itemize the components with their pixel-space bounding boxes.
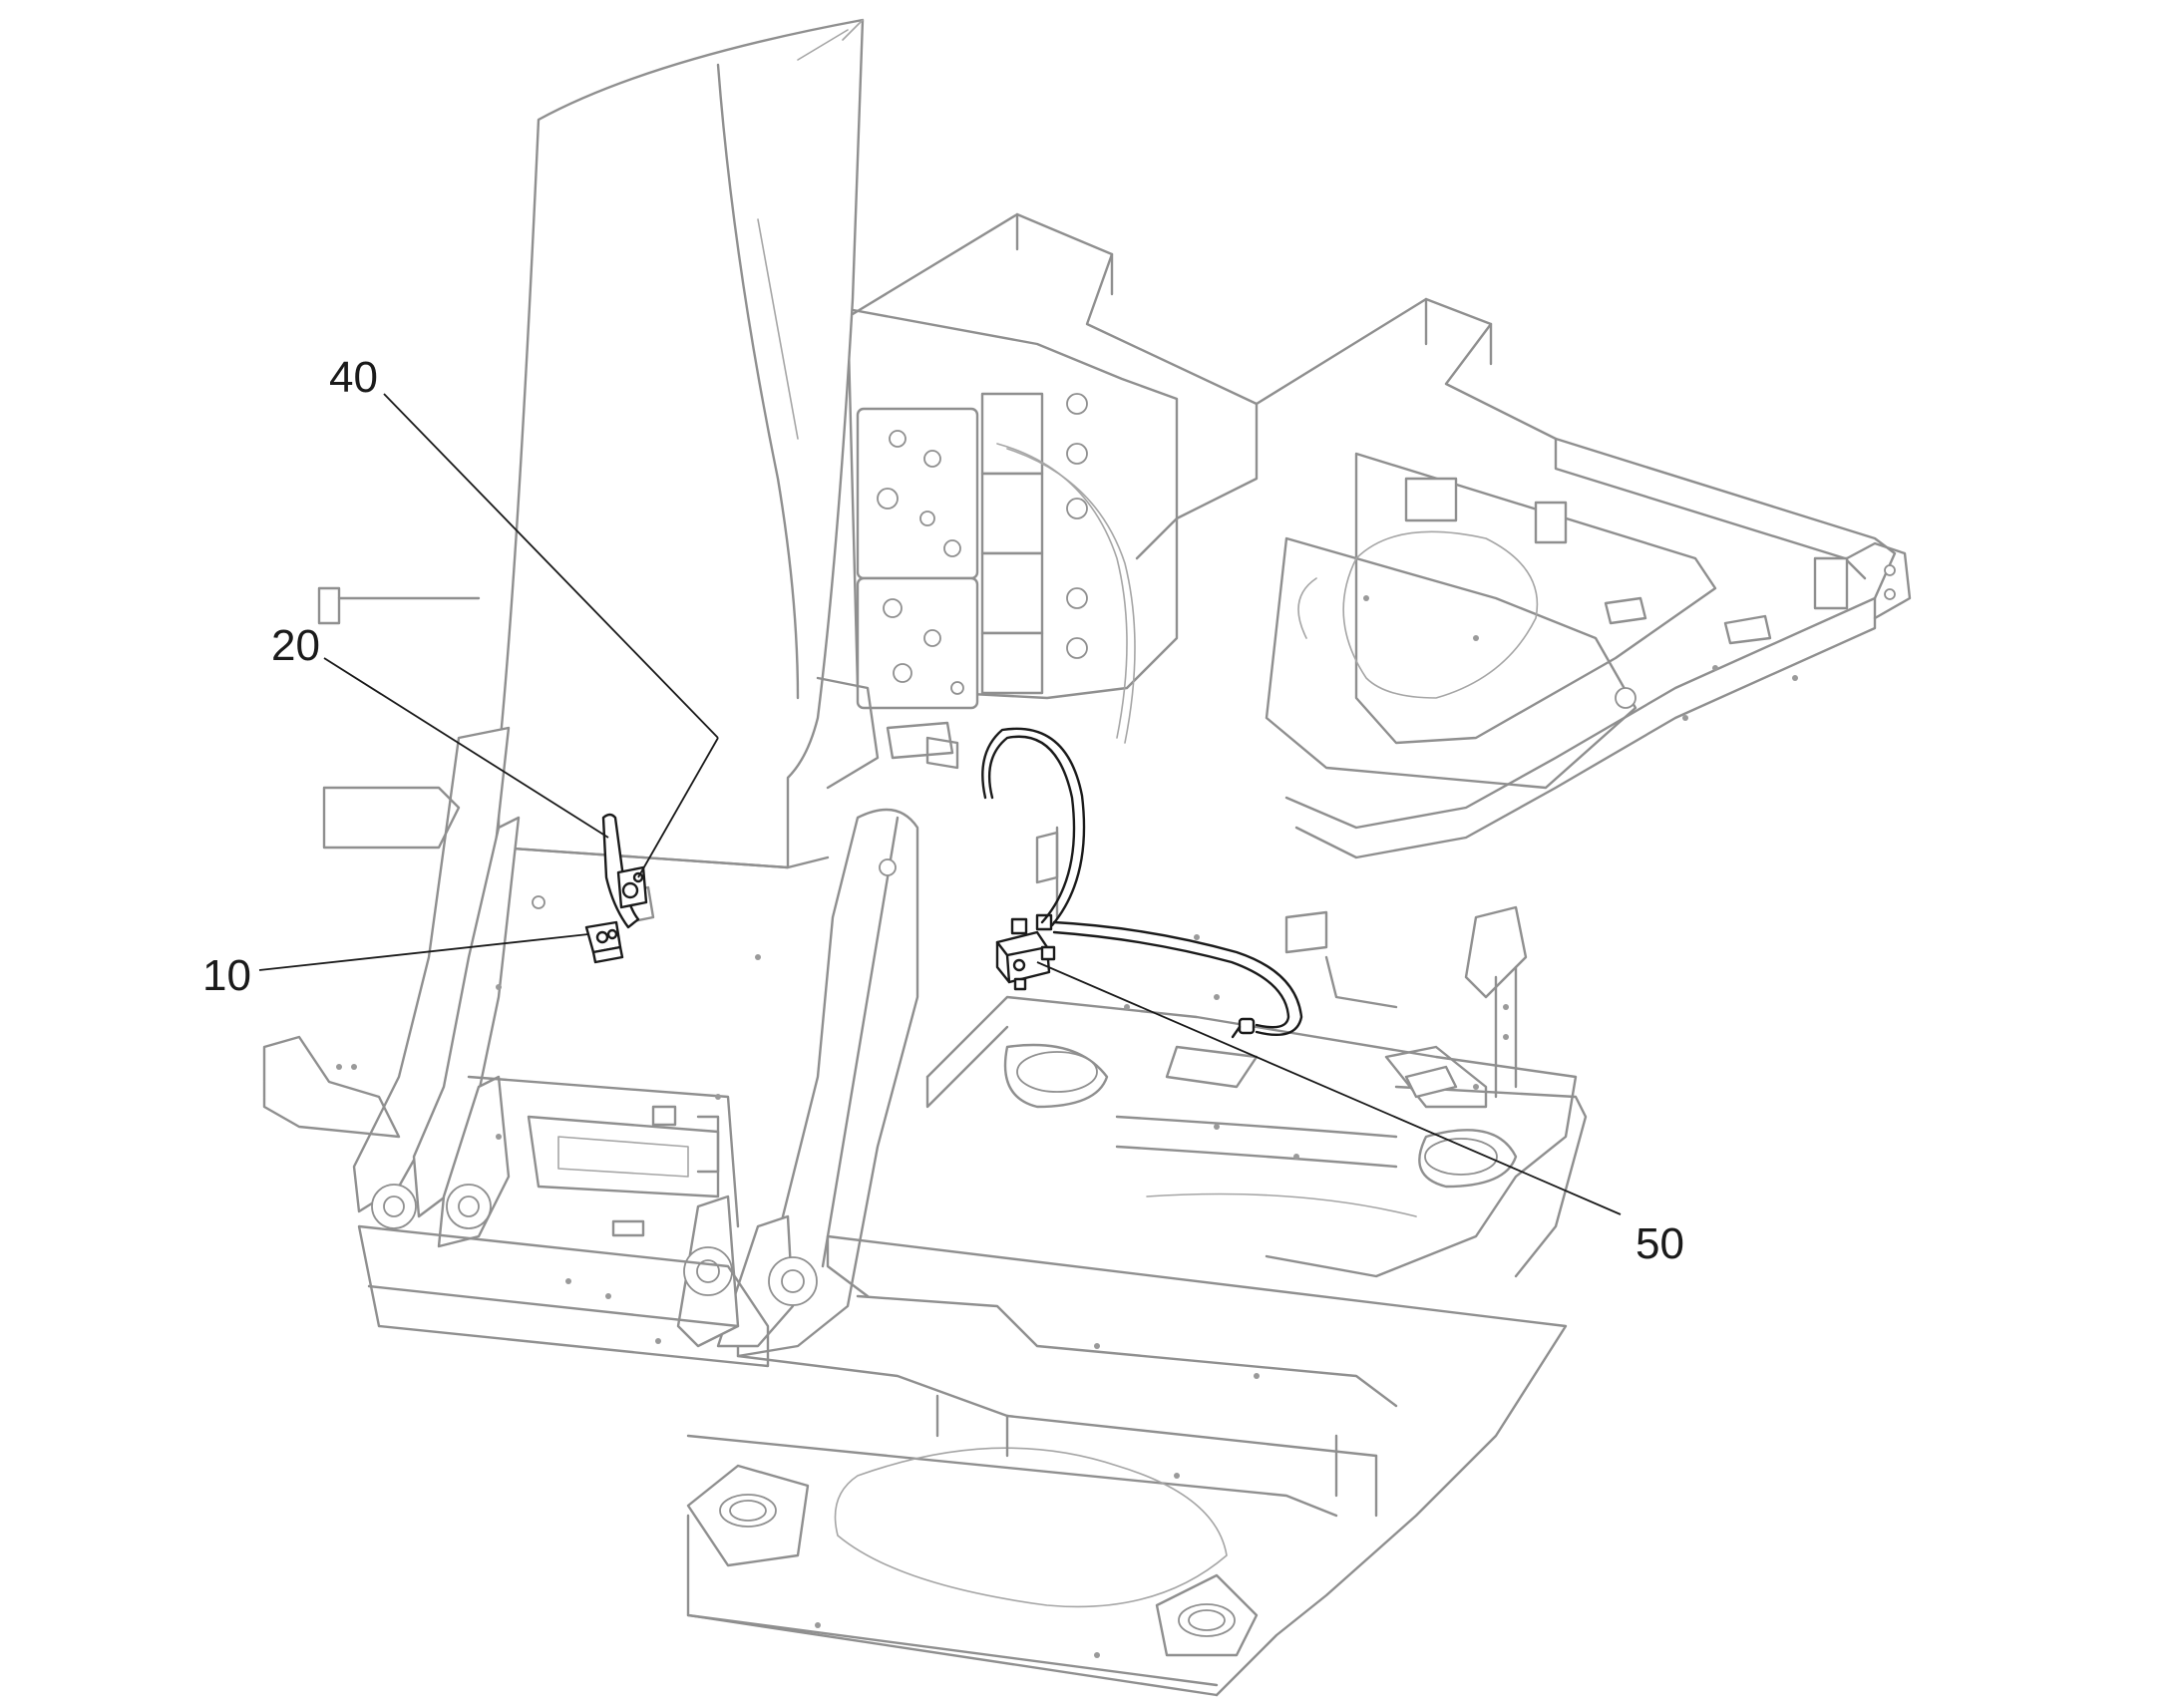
leader-50 xyxy=(1036,961,1622,1215)
callout-leaders xyxy=(258,393,1622,1215)
left-boom-arms xyxy=(262,586,521,1248)
callout-labels: 40 20 10 50 xyxy=(202,353,1684,1268)
middle-frame-box xyxy=(357,984,770,1368)
cab-side-plate xyxy=(497,18,880,869)
part-50-manifold-and-hose xyxy=(981,727,1303,1039)
lower-slew-frame xyxy=(686,1234,1568,1697)
highlighted-parts xyxy=(584,727,1303,1039)
center-platform xyxy=(925,995,1578,1278)
callout-40: 40 xyxy=(329,353,378,402)
callout-50: 50 xyxy=(1635,1219,1684,1268)
leader-40 xyxy=(383,393,719,739)
callout-20: 20 xyxy=(271,621,320,670)
center-boom-arm xyxy=(676,808,919,1358)
valve-panel xyxy=(846,307,1179,760)
leader-10 xyxy=(258,933,589,971)
misc-ghost-details xyxy=(532,736,1398,1100)
callout-10: 10 xyxy=(202,951,251,1000)
part-10-base-clamp xyxy=(584,920,624,964)
right-box-frame xyxy=(1394,905,1588,1278)
chassis-ghost-geometry xyxy=(262,18,1912,1697)
part-40-bracket xyxy=(616,865,648,909)
leader-40b xyxy=(637,737,719,878)
rear-upper-frame xyxy=(851,212,1912,859)
leader-20 xyxy=(323,657,609,839)
